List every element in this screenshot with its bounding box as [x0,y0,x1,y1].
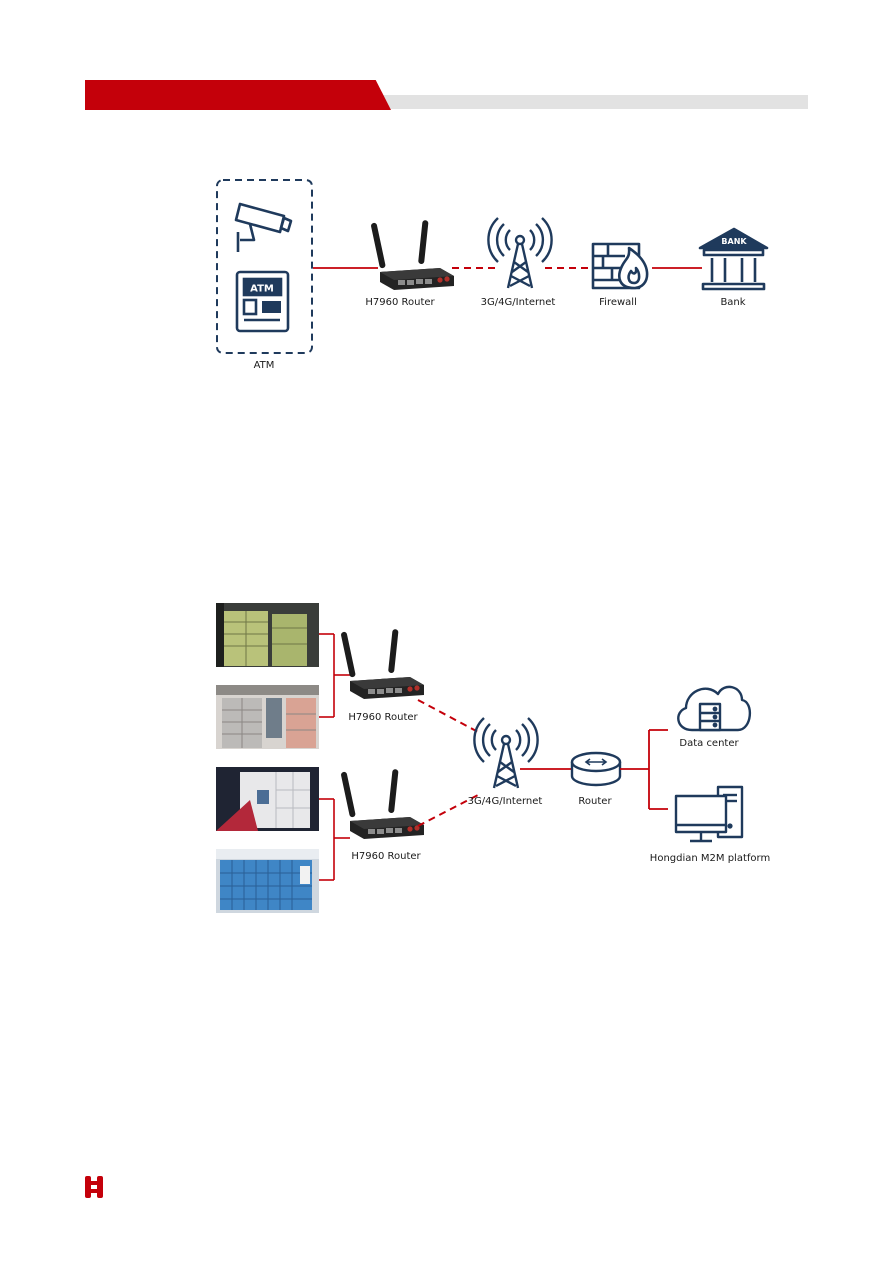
network-label: 3G/4G/Internet [480,297,556,308]
h7960-router-image [370,219,454,290]
bank-icon [698,227,769,291]
router-top-network-link [417,699,481,734]
cell-tower-icon [487,216,553,290]
atm-screen-text: ATM [250,284,274,295]
header-gray-band [380,95,808,109]
h7960-router-top-image [340,628,424,699]
platform-label: Hongdian M2M platform [649,853,771,864]
locker-router-links-bottom [319,798,350,881]
network-label-2: 3G/4G/Internet [467,796,543,807]
hongdian-logo [85,1176,103,1198]
locker-photo-1 [216,603,319,667]
data-center-label: Data center [679,738,739,749]
computer-monitor-icon [674,785,744,843]
cctv-camera-icon [234,202,293,252]
bank-sign-text: BANK [721,237,747,246]
firewall-icon [591,242,649,290]
cell-tower-icon-2 [473,716,539,790]
h7960-router-bottom-image [340,768,424,839]
router-bottom-label: H7960 Router [351,851,421,862]
firewall-label: Firewall [599,297,637,308]
router-puck-icon [570,751,622,787]
atm-label: ATM [253,360,275,371]
router-label-2: Router [578,796,612,807]
cloud-server-icon [677,685,751,732]
router-label: H7960 Router [365,297,435,308]
atm-machine-icon [235,270,290,333]
router-top-label: H7960 Router [348,712,418,723]
locker-photo-2 [216,685,319,749]
locker-photo-4 [216,849,319,913]
locker-photo-3 [216,767,319,831]
locker-router-links-top [319,633,350,718]
atm-group-box [216,179,313,354]
router-endpoint-links [620,729,668,810]
bank-label: Bank [720,297,746,308]
header-red-tab [85,80,391,110]
